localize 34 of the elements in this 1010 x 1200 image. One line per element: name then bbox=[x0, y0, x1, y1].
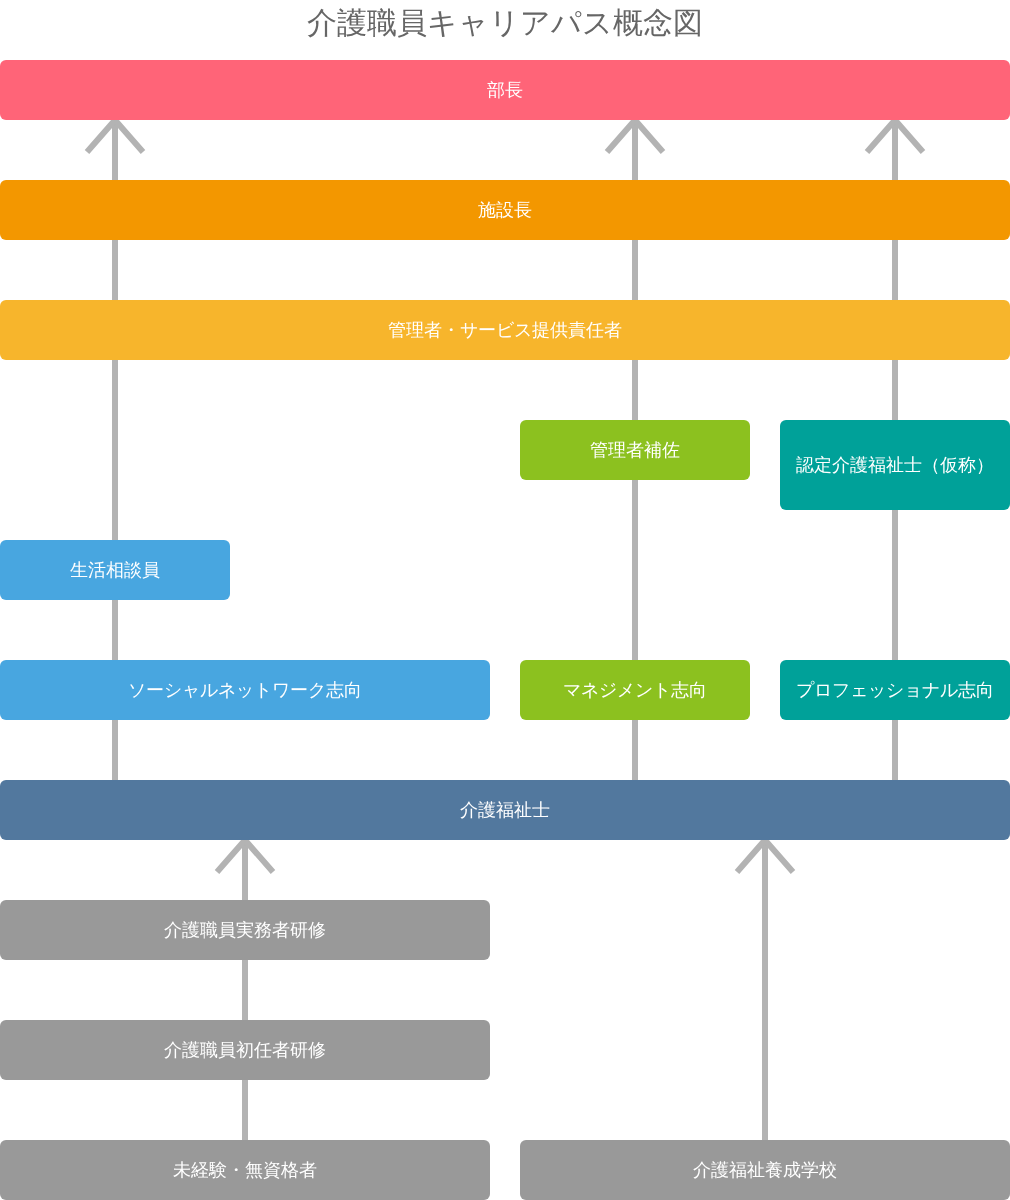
career-step-box bbox=[780, 420, 1010, 510]
step-label: プロフェッショナル志向 bbox=[796, 678, 994, 702]
career-step-box bbox=[780, 660, 1010, 720]
career-step-box bbox=[520, 1140, 1010, 1200]
arrow bbox=[84, 117, 146, 180]
step-label: 生活相談員 bbox=[70, 558, 160, 582]
career-step-box bbox=[0, 660, 490, 720]
step-label: 部長 bbox=[487, 78, 523, 102]
step-label: 施設長 bbox=[478, 198, 532, 222]
arrow bbox=[604, 117, 666, 180]
career-step-box bbox=[0, 1140, 490, 1200]
arrow bbox=[734, 837, 796, 1140]
career-step-box bbox=[0, 300, 1010, 360]
step-label: 管理者補佐 bbox=[590, 438, 680, 462]
arrow bbox=[214, 837, 276, 900]
career-step-box bbox=[0, 780, 1010, 840]
arrow bbox=[864, 117, 926, 180]
step-label: マネジメント志向 bbox=[563, 678, 707, 702]
career-step-box bbox=[520, 420, 750, 480]
step-label: ソーシャルネットワーク志向 bbox=[128, 678, 362, 702]
career-step-box bbox=[0, 540, 230, 600]
step-label: 管理者・サービス提供責任者 bbox=[388, 318, 622, 342]
career-step-box bbox=[0, 1020, 490, 1080]
career-step-box bbox=[520, 660, 750, 720]
career-step-box bbox=[0, 900, 490, 960]
step-label: 介護福祉士 bbox=[460, 798, 550, 822]
step-label: 介護福祉養成学校 bbox=[693, 1158, 837, 1182]
career-step-box bbox=[0, 60, 1010, 120]
step-label: 介護職員初任者研修 bbox=[164, 1038, 326, 1062]
diagram-title: 介護職員キャリアパス概念図 bbox=[306, 4, 704, 42]
career-step-box bbox=[0, 180, 1010, 240]
step-label: 認定介護福祉士（仮称） bbox=[796, 453, 994, 477]
step-label: 介護職員実務者研修 bbox=[164, 918, 326, 942]
step-label: 未経験・無資格者 bbox=[173, 1158, 317, 1182]
